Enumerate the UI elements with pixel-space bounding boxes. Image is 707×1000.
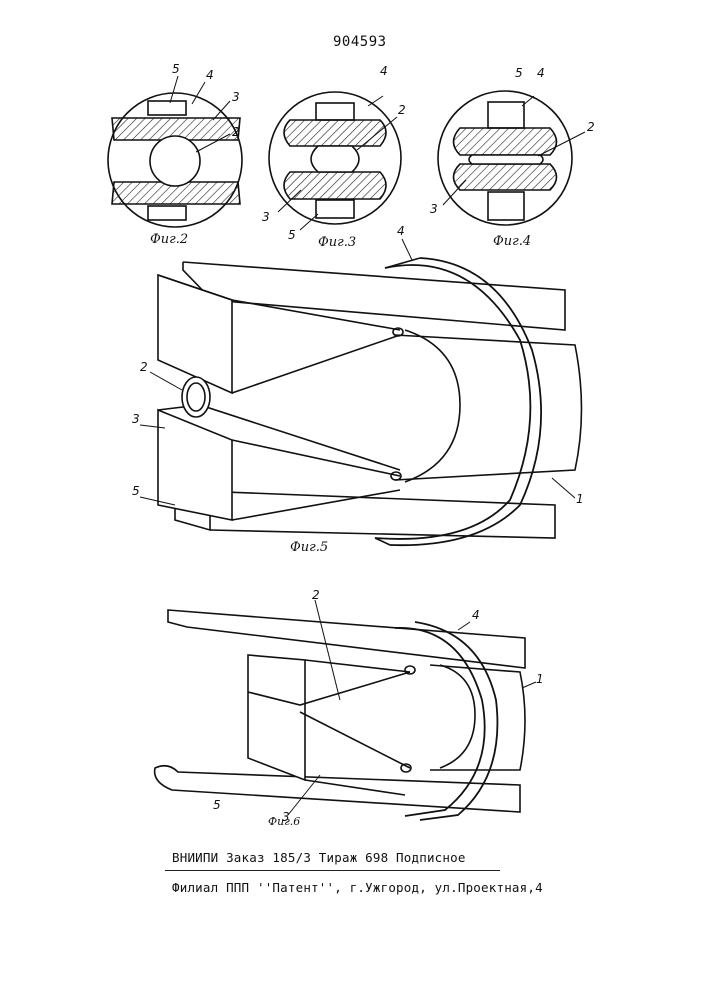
fig5-label-2: 2 [140,360,148,374]
fig5-drawing [140,239,582,545]
fig5-label-3: 3 [132,412,140,426]
footer-line-2: Филиал ППП ''Патент'', г.Ужгород, ул.Про… [172,880,543,895]
footer-rule-top [165,870,500,871]
fig6-label-4: 4 [472,608,480,622]
fig3-caption: Фиг.3 [318,235,356,250]
fig4-caption: Фиг.4 [493,234,531,249]
fig2-label-4: 4 [206,68,214,82]
fig5-label-1: 1 [576,492,584,506]
fig3-drawing [269,92,401,230]
fig4-label-5: 5 [515,66,523,80]
fig2-label-5: 5 [172,62,180,76]
fig2-drawing [108,76,242,227]
fig5-label-5: 5 [132,484,140,498]
fig6-label-2: 2 [312,588,320,602]
fig6-label-5: 5 [213,798,221,812]
fig4-label-2: 2 [587,120,595,134]
fig4-drawing [438,91,585,225]
fig3-label-4: 4 [380,64,388,78]
fig3-label-3: 3 [262,210,270,224]
fig2-label-3: 3 [232,90,240,104]
fig5-label-4: 4 [397,224,405,238]
footer-line-1: ВНИИПИ Заказ 185/3 Тираж 698 Подписное [172,850,466,865]
fig4-label-3: 3 [430,202,438,216]
fig6-label-1: 1 [536,672,544,686]
fig6-label-3: 3 [282,810,290,824]
fig2-caption: Фиг.2 [150,232,188,247]
fig3-label-2: 2 [398,103,406,117]
fig2-label-2: 2 [232,125,240,139]
fig5-caption: Фиг.5 [290,540,328,555]
fig3-label-5: 5 [288,228,296,242]
fig6-drawing [155,600,536,820]
fig4-label-4: 4 [537,66,545,80]
